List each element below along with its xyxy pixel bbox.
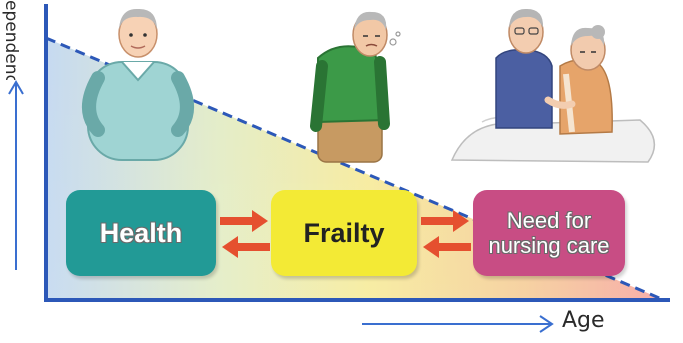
stage-box-health: Health: [66, 190, 216, 276]
stage-box-frailty: Frailty: [271, 190, 417, 276]
stage-label-health: Health: [100, 218, 183, 249]
stage-label-care-line2: nursing care: [488, 233, 609, 258]
nursing-care-illustration: [452, 9, 654, 162]
stage-box-nursing-care: Need for nursing care: [473, 190, 625, 276]
stage-label-care-line1: Need for: [488, 208, 609, 233]
stage-label-frailty: Frailty: [303, 218, 384, 249]
x-axis-label: Age: [562, 308, 605, 333]
healthy-person-illustration: [88, 9, 188, 160]
y-axis-label: ependence: [0, 0, 26, 80]
frail-person-illustration: [316, 12, 400, 162]
